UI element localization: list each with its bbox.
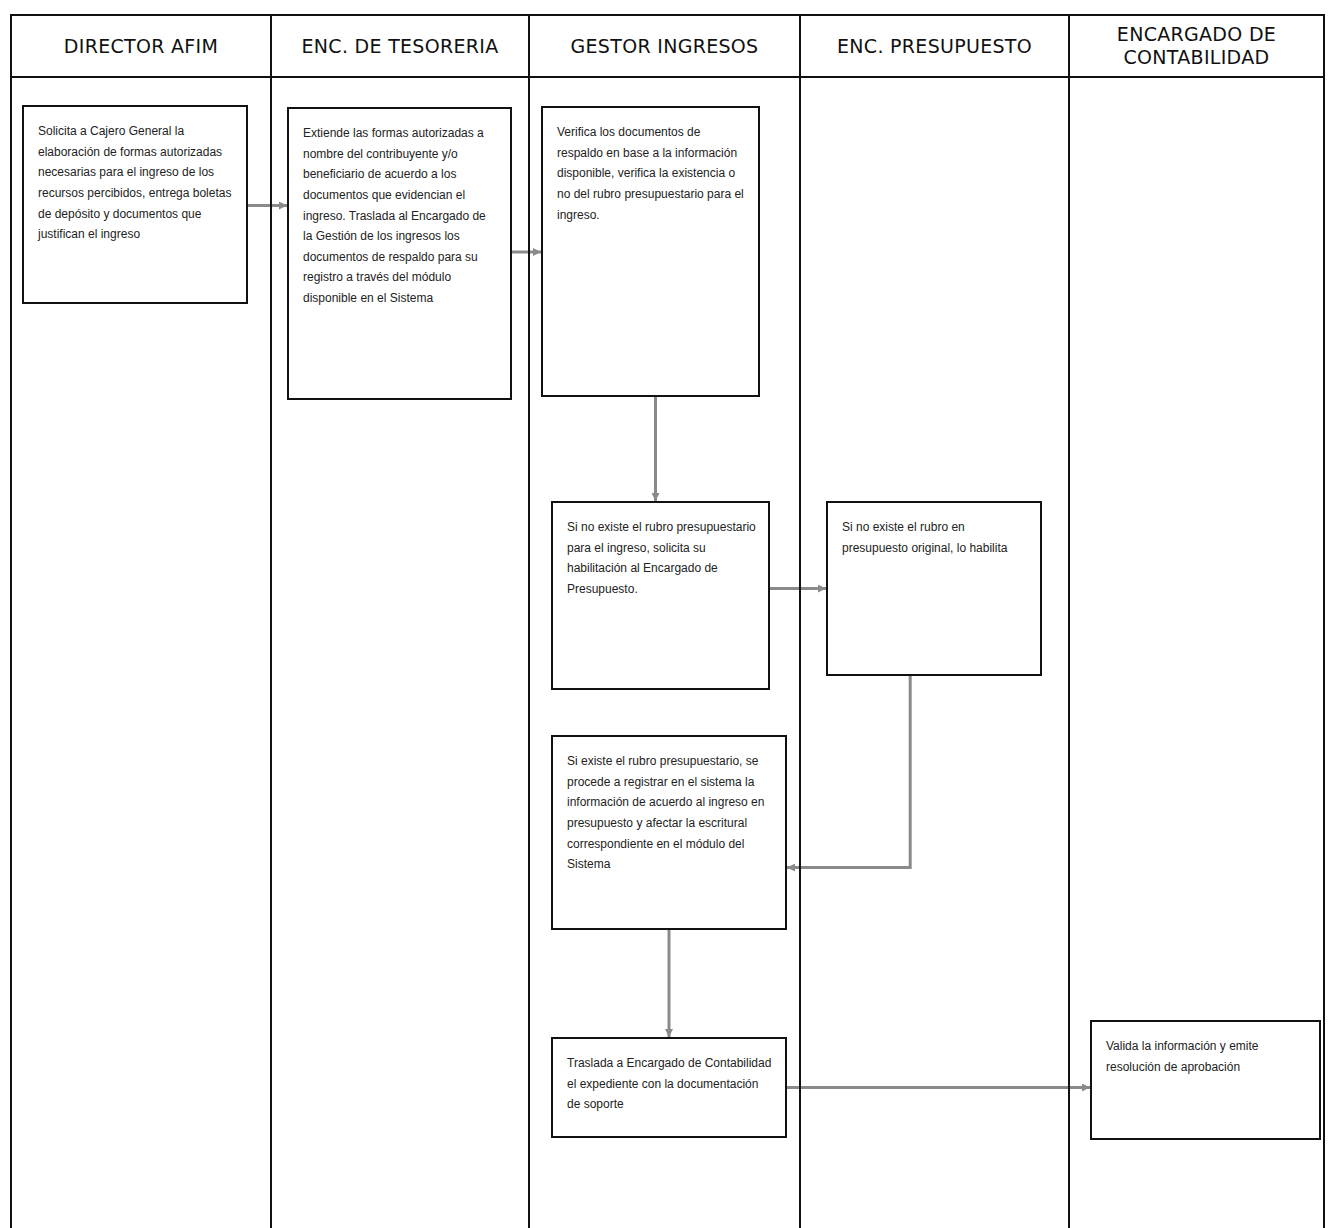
flow-arrow bbox=[512, 251, 541, 254]
process-box: Si no existe el rubro en presupuesto ori… bbox=[826, 501, 1042, 676]
process-text: Si no existe el rubro en presupuesto ori… bbox=[842, 517, 1028, 558]
flow-arrow bbox=[668, 930, 671, 1037]
lane-header: ENC. PRESUPUESTO bbox=[801, 16, 1068, 78]
lane-header: GESTOR INGRESOS bbox=[530, 16, 799, 78]
process-box: Traslada a Encargado de Contabilidad el … bbox=[551, 1037, 787, 1138]
swim-lane: DIRECTOR AFIM Solicita a Cajero General l… bbox=[10, 14, 270, 1228]
process-box: Verifica los documentos de respaldo en b… bbox=[541, 106, 760, 397]
process-text: Extiende las formas autorizadas a nombre… bbox=[303, 123, 498, 309]
process-box: Valida la información y emite resolución… bbox=[1090, 1020, 1321, 1140]
process-box: Solicita a Cajero General la elaboración… bbox=[22, 105, 248, 304]
lane-header: DIRECTOR AFIM bbox=[12, 16, 270, 78]
process-box: Si no existe el rubro presupuestario par… bbox=[551, 501, 770, 690]
process-text: Si no existe el rubro presupuestario par… bbox=[567, 517, 756, 600]
process-text: Traslada a Encargado de Contabilidad el … bbox=[567, 1053, 773, 1115]
lane-header: ENC. DE TESORERIA bbox=[272, 16, 528, 78]
process-box: Extiende las formas autorizadas a nombre… bbox=[287, 107, 512, 400]
process-box: Si existe el rubro presupuestario, se pr… bbox=[551, 735, 787, 930]
flow-arrow bbox=[654, 397, 657, 501]
swim-lane: ENC. PRESUPUESTO Si no existe el rubro en… bbox=[799, 14, 1068, 1228]
flow-arrow bbox=[787, 676, 910, 868]
process-text: Valida la información y emite resolución… bbox=[1106, 1036, 1307, 1077]
process-text: Verifica los documentos de respaldo en b… bbox=[557, 122, 746, 225]
swim-lane: ENCARGADO DE CONTABILIDAD Valida la infor… bbox=[1068, 14, 1325, 1228]
process-text: Solicita a Cajero General la elaboración… bbox=[38, 121, 234, 245]
swim-lane: ENC. DE TESORERIA Extiende las formas aut… bbox=[270, 14, 528, 1228]
lane-header: ENCARGADO DE CONTABILIDAD bbox=[1070, 16, 1323, 78]
swim-lane: GESTOR INGRESOS Verifica los documentos d… bbox=[528, 14, 799, 1228]
flow-arrow bbox=[787, 1086, 1090, 1089]
flow-arrow bbox=[770, 587, 826, 590]
process-text: Si existe el rubro presupuestario, se pr… bbox=[567, 751, 773, 875]
flow-arrow bbox=[248, 204, 287, 207]
